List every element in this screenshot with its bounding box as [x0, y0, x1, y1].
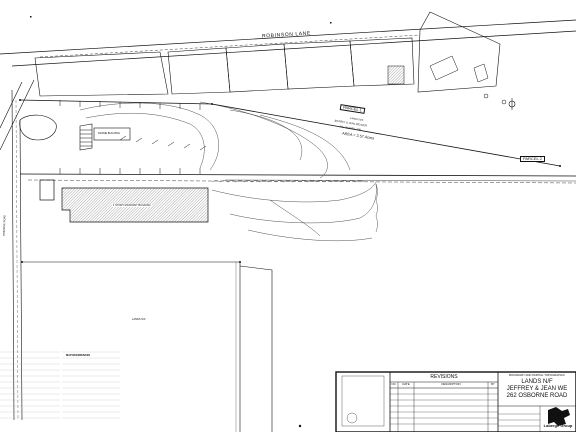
revisions-col-by: BY: [491, 382, 495, 386]
south-lands-nf-label: LANDS N/F: [132, 318, 146, 321]
company-name: Laberge Group: [543, 423, 573, 428]
title-block: [335, 371, 576, 432]
southern-parcel-lines: [22, 261, 273, 432]
parcel-boundary: [19, 99, 576, 184]
notes-heading-right: MAP REFERENCES: [66, 354, 91, 357]
revisions-col-description: DESCRIPTION: [441, 382, 461, 386]
north-arrow-icon: [508, 98, 516, 110]
title-heading: BOUNDARY AND PARTIAL TOPOGRAPHIC: [509, 373, 565, 377]
notes-area: [0, 351, 120, 419]
survey-marks: [19, 16, 561, 428]
osborne-road: [0, 79, 35, 421]
revisions-col-date: DATE: [402, 382, 410, 386]
frame-building-label: FRAME BUILDING: [98, 132, 121, 135]
title-line-2: JEFFREY & JEAN WE: [506, 386, 568, 392]
lot-lines-north: [34, 11, 501, 97]
masonry-building: [39, 179, 209, 223]
tree-line: [211, 180, 378, 233]
top-right-structures: [387, 55, 507, 105]
stamp-area: [341, 375, 385, 427]
revisions-col-no: NO.: [391, 382, 397, 386]
fence-ticks: [59, 100, 207, 174]
masonry-building-label: 1 STORY MASONRY BUILDING: [112, 204, 152, 207]
parcel-2-tag: PARCEL 2: [520, 156, 545, 162]
revisions-title: REVISIONS: [430, 374, 458, 380]
contour-lines: [79, 101, 377, 242]
title-line-3: 262 OSBORNE ROAD: [506, 393, 568, 399]
title-line-1: LANDS N/F: [521, 379, 553, 385]
robinson-lane-road: [0, 19, 576, 67]
company-logo-mark: [548, 407, 570, 426]
frame-building-area: [19, 114, 131, 151]
